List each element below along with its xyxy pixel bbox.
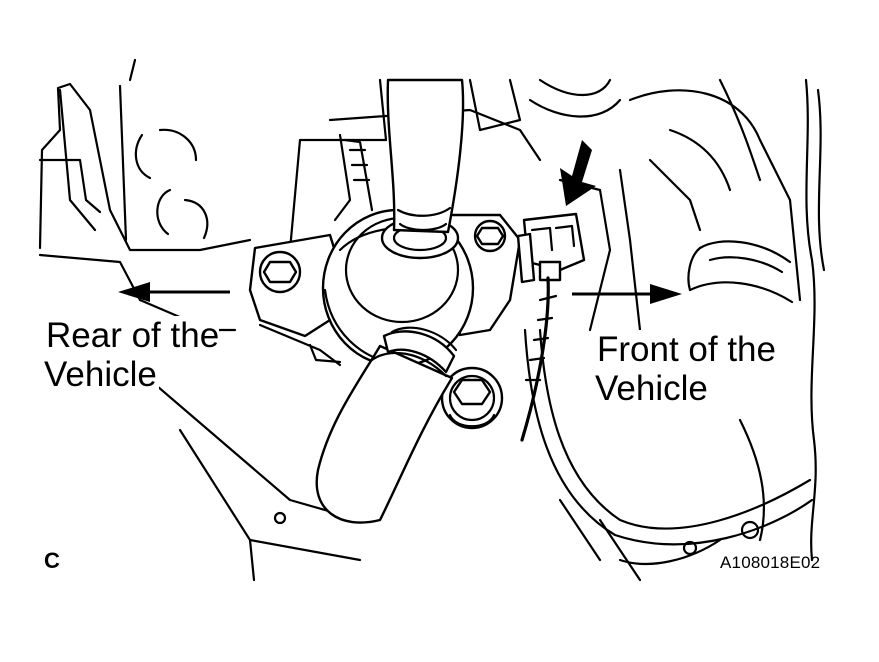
arrow-right-icon <box>572 284 682 304</box>
bolt-left <box>258 250 302 294</box>
rear-label-text: Rear of the Vehicle <box>44 316 220 395</box>
view-letter: C <box>44 548 60 573</box>
left-housing <box>38 58 252 302</box>
front-label-text: Front of the Vehicle <box>595 330 776 409</box>
wiring-harness <box>523 328 814 582</box>
figure-code: A108018E02 <box>720 553 821 572</box>
upper-hose <box>386 78 465 234</box>
sensor-connector <box>516 212 586 442</box>
arrow-down-left-icon <box>560 140 596 206</box>
bolt-lower <box>440 366 504 430</box>
front-of-vehicle-label: Front of the Vehicle <box>595 330 835 409</box>
lower-hose <box>315 326 458 524</box>
bolt-top-right <box>473 219 507 253</box>
arrow-left-icon <box>118 282 230 302</box>
rear-of-vehicle-label: Rear of the Vehicle <box>44 316 264 395</box>
right-structure <box>628 78 826 562</box>
right-hose <box>687 240 794 304</box>
